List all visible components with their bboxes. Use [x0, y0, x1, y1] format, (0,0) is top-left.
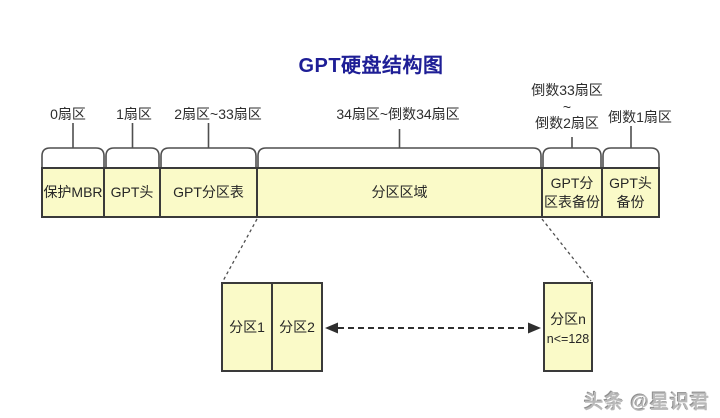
sector-label-rev1: 倒数1扇区: [608, 109, 672, 125]
section-gpt-header-backup: GPT头 备份: [603, 169, 658, 216]
partition-1-box: 分区1: [223, 284, 273, 370]
sector-label-34-rev34: 34扇区~倒数34扇区: [336, 106, 460, 122]
section-partition-area: 分区区域: [258, 169, 543, 216]
watermark: 头条 @星识君: [584, 392, 710, 413]
brace-gpt-partition-table-backup: [542, 147, 602, 167]
arrowhead-left: [325, 322, 338, 334]
partition-n-limit: n<=128: [546, 331, 590, 346]
brace-gpt-header: [105, 147, 160, 167]
sector-label-2-33: 2扇区~33扇区: [174, 106, 262, 122]
sector-label-1: 1扇区: [116, 106, 152, 122]
partition-2-box: 分区2: [273, 284, 321, 370]
section-gpt-partition-table-backup: GPT分 区表备份: [543, 169, 603, 216]
disk-layout-bar: 保护MBR GPT头 GPT分区表 分区区域 GPT分 区表备份 GPT头 备份: [41, 167, 660, 218]
section-label: 分区区域: [371, 184, 428, 201]
partition-2-label: 分区2: [279, 319, 315, 335]
section-label: GPT头 备份: [609, 175, 652, 210]
sector-label-0: 0扇区: [50, 106, 86, 122]
section-protective-mbr: 保护MBR: [43, 169, 105, 216]
dashed-connector-right: [541, 218, 592, 282]
section-label: GPT头: [110, 184, 154, 201]
partition-n-box: 分区n n<=128: [543, 282, 593, 372]
sector-label-rev33-rev2: 倒数33扇区 ~ 倒数2扇区: [531, 82, 603, 131]
brace-partition-area: [257, 147, 542, 167]
partition-1-label: 分区1: [229, 319, 265, 335]
partition-range-arrow: [325, 322, 541, 334]
arrowhead-right: [528, 322, 541, 334]
section-label: GPT分 区表备份: [544, 175, 600, 210]
brace-protective-mbr: [41, 147, 105, 167]
section-label: GPT分区表: [173, 184, 244, 201]
brace-gpt-header-backup: [602, 147, 660, 167]
zoom-connector-lines: [222, 218, 592, 282]
section-label: 保护MBR: [43, 184, 103, 201]
partition-detail-group: 分区1 分区2: [221, 282, 323, 372]
partition-n-label: 分区n: [550, 310, 586, 327]
section-gpt-header: GPT头: [105, 169, 161, 216]
dashed-connector-left: [222, 218, 258, 282]
brace-gpt-partition-table: [160, 147, 257, 167]
section-gpt-partition-table: GPT分区表: [161, 169, 258, 216]
page-title: GPT硬盘结构图: [298, 55, 444, 77]
